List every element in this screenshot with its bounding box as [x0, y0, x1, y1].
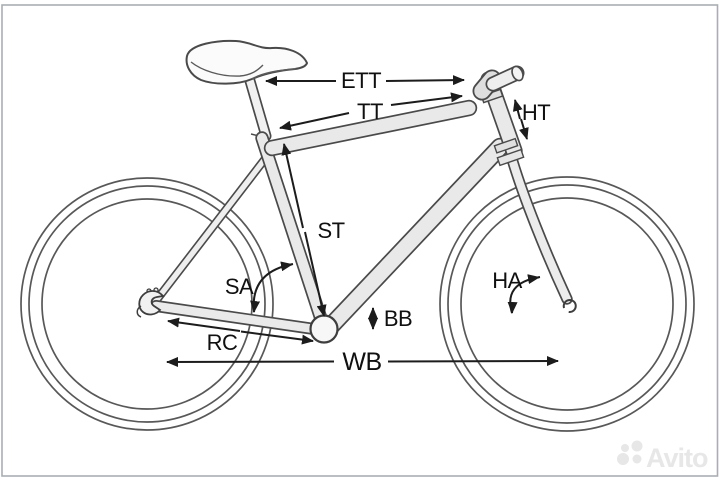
wb-arrow: [166, 356, 559, 367]
down-tube: [319, 137, 510, 338]
saddle: [185, 39, 309, 85]
rear-dropout: [136, 287, 165, 318]
dimension-arrows: [166, 75, 559, 367]
label-tt: TT: [357, 99, 383, 124]
seat-post: [242, 68, 272, 142]
label-rc: RC: [207, 330, 238, 355]
tt-arrow: [279, 92, 463, 131]
label-ht: HT: [522, 100, 550, 125]
ha-angle-arrow: [507, 274, 541, 314]
avito-logo-icon: [617, 440, 643, 465]
dimension-labels: ETT TT HT ST SA BB RC WB HA: [207, 68, 551, 376]
avito-watermark-text: Avito: [646, 443, 708, 473]
seat-tube: [255, 131, 331, 335]
handlebar-grip: [485, 65, 525, 92]
avito-watermark: Avito: [617, 440, 709, 473]
label-sa: SA: [225, 274, 254, 299]
label-ha: HA: [492, 268, 522, 293]
label-wb: WB: [342, 348, 381, 376]
sa-angle-arrow: [250, 261, 294, 313]
label-ett: ETT: [341, 68, 381, 93]
image-border: [1, 4, 719, 477]
bottom-bracket-shell: [309, 314, 339, 344]
front-dropout: [562, 299, 577, 313]
st-arrow: [281, 143, 327, 317]
front-wheel: [439, 176, 695, 432]
seat-stay: [150, 150, 273, 307]
chain-stay: [150, 300, 327, 336]
bicycle-frame: [136, 39, 577, 344]
label-st: ST: [317, 218, 344, 243]
rc-arrow: [167, 317, 314, 345]
top-tube: [263, 99, 478, 157]
label-bb: BB: [384, 306, 412, 331]
ett-arrow: [265, 75, 465, 86]
headset-collars: [480, 88, 525, 167]
front-fork: [504, 146, 573, 305]
ht-arrow: [512, 99, 529, 140]
